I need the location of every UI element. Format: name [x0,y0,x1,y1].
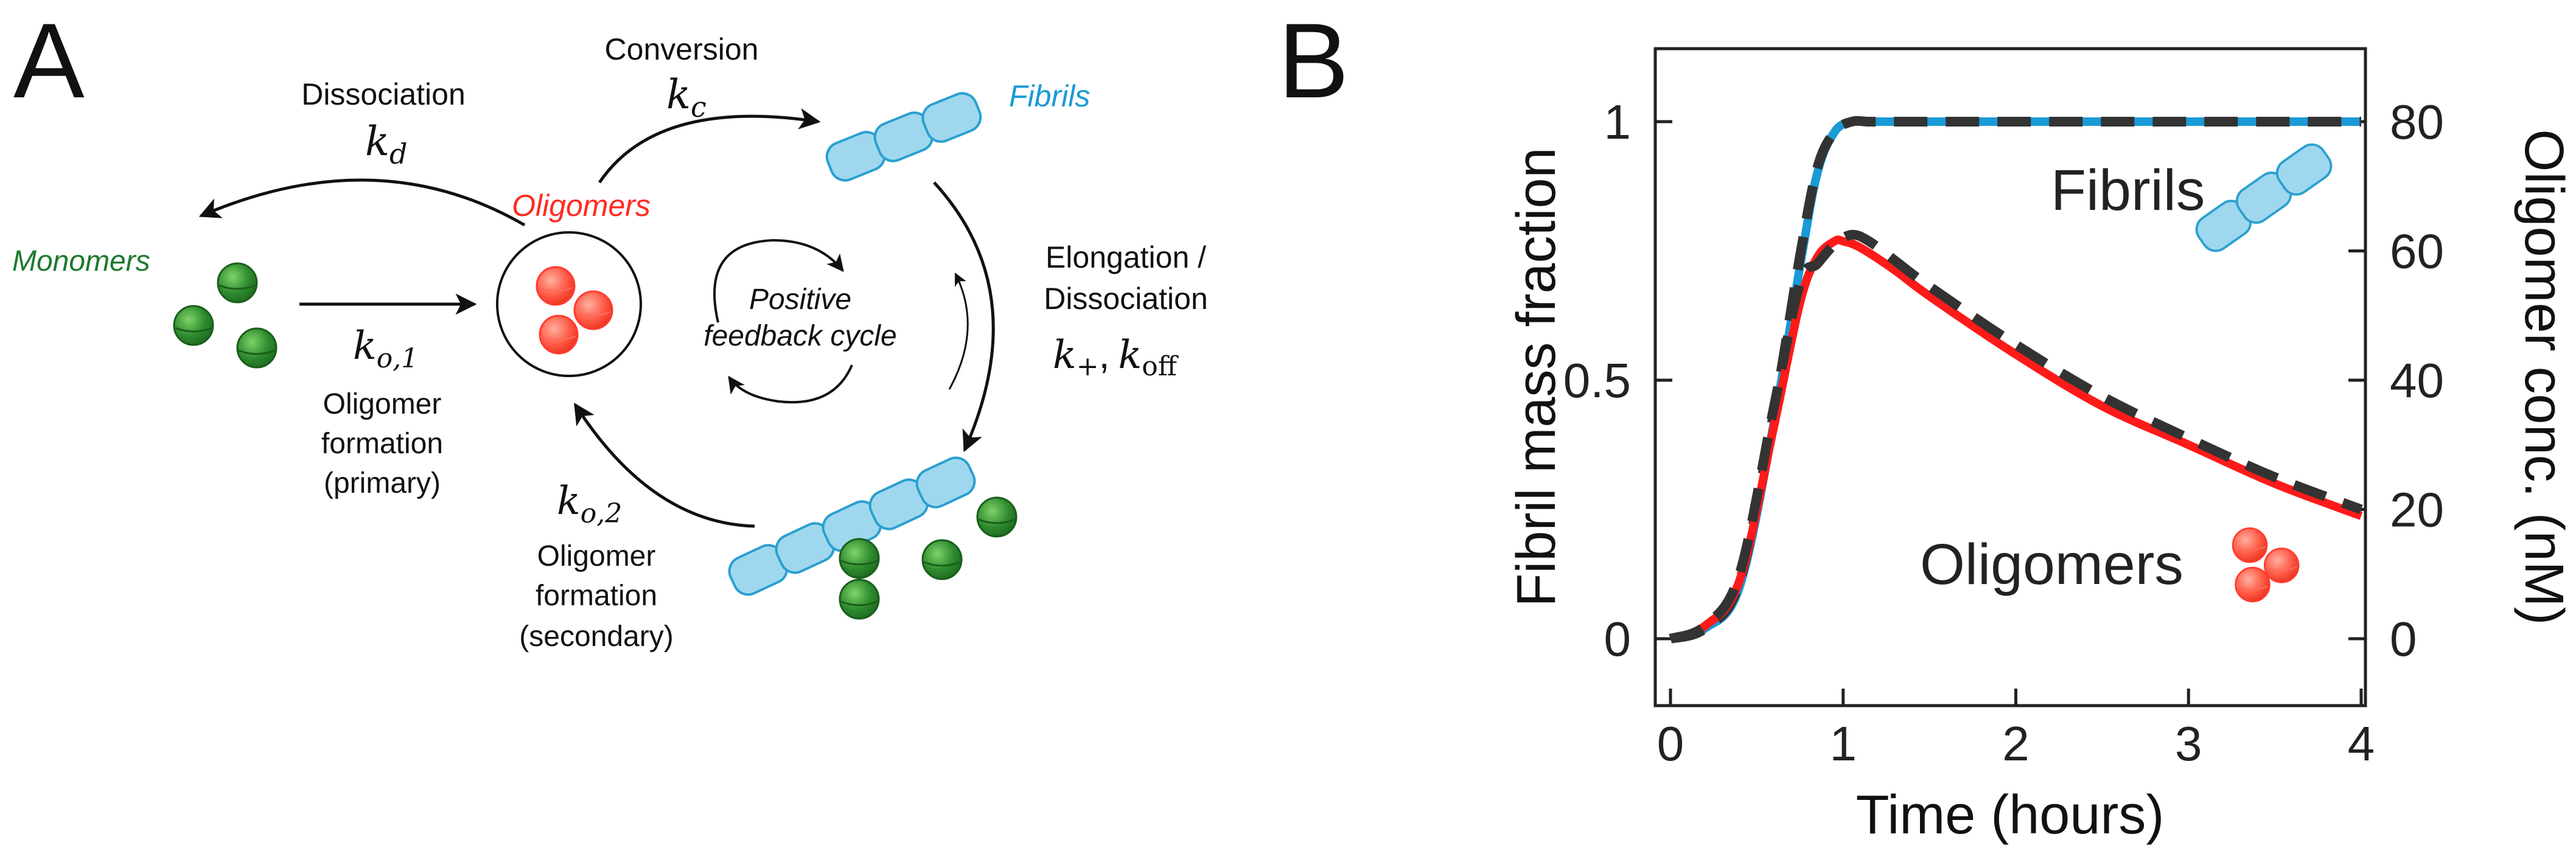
ko1-subscript: o,1 [377,343,418,374]
monomers-label: Monomers [12,245,150,277]
oligomer-ball [536,266,576,306]
monomer-ball [839,538,880,579]
oligomers-label: Oligomers [512,189,651,223]
panel-b-label: B [1278,2,1349,120]
monomer-ball [921,539,963,580]
kc-symbol: kc [666,71,707,123]
y-left-tick-label: 1 [1604,95,1632,149]
fibril-annotation-icon [2190,137,2338,258]
panel-a-label: A [13,2,85,120]
x-tick-label: 4 [2348,717,2375,771]
monomer-ball [236,327,277,369]
kd-subscript: d [389,137,407,170]
y-right-tick-label: 0 [2390,612,2417,666]
oligomer-ball [539,314,579,355]
k-letter: k [365,118,389,165]
monomer-ball [173,305,214,346]
k-letter: k [353,324,377,369]
secondary-line2: formation [536,580,657,612]
plot-frame [1653,47,2367,707]
kplus-koff-symbol: k+,koff [1053,333,1179,382]
oligomer-annotation-icon [2232,527,2300,603]
kd-symbol: kd [365,118,407,170]
elongation-arrow [933,181,995,453]
k-letter: k [557,479,581,524]
x-tick-label: 3 [2175,717,2202,771]
elongation-line1: Elongation / [1045,240,1206,274]
fibril-dashed-line [1669,116,2361,644]
x-tick-label: 2 [2002,717,2030,771]
positive-line2: feedback cycle [703,320,897,352]
fibrils-label: Fibrils [1009,79,1090,113]
x-tick-label: 0 [1657,717,1684,771]
primary-line2: formation [321,428,443,460]
kc-subscript: c [691,91,707,123]
elongation-line2: Dissociation [1044,282,1208,316]
ko2-symbol: ko,2 [557,479,622,529]
monomer-ball [217,262,258,304]
k-letter: k [1118,333,1142,378]
dissociation-label: Dissociation [301,77,466,111]
fibril-top [821,88,986,186]
monomer-ball [976,496,1017,538]
elongation-reverse-arrow [948,273,969,390]
ko2-subscript: o,2 [581,498,622,529]
secondary-line1: Oligomer [537,540,656,572]
k-letter: k [666,71,691,118]
x-tick-label: 1 [1830,717,1857,771]
k-letter: k [1053,333,1077,378]
chart-lines [1669,116,2363,644]
positive-line1: Positive [749,283,851,316]
oligomer-ball [573,290,613,330]
y-right-tick-label: 80 [2390,95,2444,149]
oligomer-circle [496,231,642,377]
y-left-tick-label: 0.5 [1563,353,1631,408]
x-axis-label: Time (hours) [1856,785,2165,846]
y-axis-left-label: Fibril mass fraction [1506,147,1567,606]
y-right-tick-label: 60 [2390,224,2444,279]
y-right-tick-label: 40 [2390,353,2444,408]
dissociation-arrow [198,178,526,227]
monomer-ball [839,578,880,620]
y-axis-right-label: Oligomer conc. (nM) [2513,129,2574,625]
feedback-arrow-upper [713,238,844,323]
secondary-line3: (secondary) [519,620,673,653]
feedback-arrow-lower [728,364,853,404]
secondary-formation-arrow [573,403,755,528]
fibrils-annotation: Fibrils [2051,158,2205,223]
oligomers-annotation: Oligomers [1920,532,2183,597]
kplus-subscript: + [1077,351,1099,382]
conversion-label: Conversion [605,32,759,66]
oligomer-dashed-line [1669,229,2363,644]
y-left-tick-label: 0 [1604,612,1632,666]
comma: , [1099,333,1110,377]
koff-subscript: off [1142,351,1178,382]
conversion-arrow [598,108,821,184]
primary-line3: (primary) [324,467,441,499]
ko1-symbol: ko,1 [353,324,418,374]
y-right-tick-label: 20 [2390,483,2444,537]
primary-line1: Oligomer [323,388,442,420]
